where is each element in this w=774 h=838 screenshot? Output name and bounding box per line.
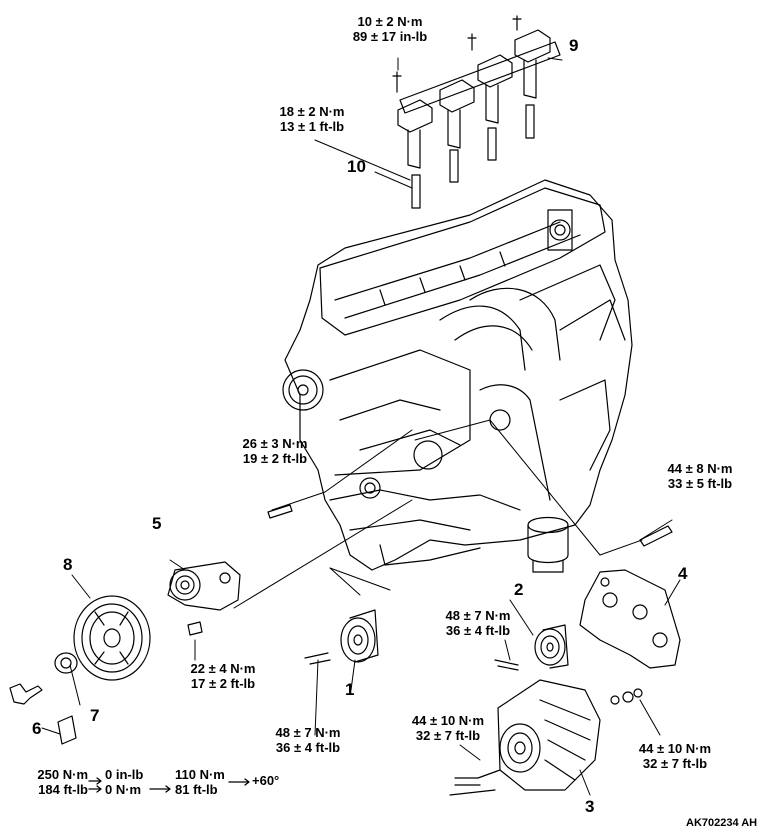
seq-step2-nm: 0 N·m [105, 782, 142, 797]
tensioner [167, 561, 241, 611]
sequence-arrow-2 [88, 785, 102, 793]
callout-1: 1 [345, 680, 355, 699]
seq-step1-nm: 250 N·m [37, 767, 88, 782]
crank-pulley [73, 595, 151, 681]
callout-6: 6 [32, 719, 42, 738]
alternator-bracket [579, 569, 681, 669]
torque-idler1-bolt: 48 ± 7 N·m 36 ± 4 ft-lb [258, 725, 358, 755]
torque-nm: 48 ± 7 N·m [445, 608, 511, 623]
torque-nm: 18 ± 2 N·m [279, 104, 345, 119]
torque-nm: 26 ± 3 N·m [242, 436, 308, 451]
crank-seq-step2: 0 in-lb 0 N·m [105, 767, 143, 797]
ignition-coils [392, 15, 561, 169]
seq-step3-nm: 110 N·m [175, 767, 225, 782]
torque-nm: 48 ± 7 N·m [275, 725, 341, 740]
callout-3: 3 [585, 797, 595, 816]
sequence-arrows [88, 777, 250, 793]
engine-block [282, 179, 633, 573]
callout-5: 5 [152, 514, 162, 533]
torque-nm: 44 ± 8 N·m [667, 461, 733, 476]
idler-pulleys [304, 609, 569, 671]
torque-nm: 22 ± 4 N·m [190, 661, 256, 676]
torque-imperial: 36 ± 4 ft-lb [275, 740, 341, 755]
torque-nm: 10 ± 2 N·m [357, 14, 423, 29]
torque-alt-nut: 44 ± 10 N·m 32 ± 7 ft-lb [620, 741, 730, 771]
torque-alt-bolt: 44 ± 10 N·m 32 ± 7 ft-lb [393, 713, 503, 743]
spark-plugs [411, 104, 535, 209]
torque-nm: 44 ± 10 N·m [638, 741, 712, 756]
torque-imperial: 17 ± 2 ft-lb [190, 676, 256, 691]
torque-idler2-bolt: 48 ± 7 N·m 36 ± 4 ft-lb [428, 608, 528, 638]
loose-bolts [187, 504, 673, 636]
torque-imperial: 33 ± 5 ft-lb [667, 476, 733, 491]
crank-seq-step1: 250 N·m 184 ft-lb [18, 767, 88, 797]
leader-lines [41, 57, 681, 796]
torque-imperial: 32 ± 7 ft-lb [415, 728, 481, 743]
callout-4: 4 [678, 564, 688, 583]
sequence-arrow-3 [149, 785, 171, 793]
torque-imperial: 32 ± 7 ft-lb [642, 756, 708, 771]
figure-code: AK702234 AH [686, 817, 758, 829]
torque-imperial: 89 ± 17 in-lb [352, 29, 428, 44]
torque-alt-bracket-bolt: 44 ± 8 N·m 33 ± 5 ft-lb [650, 461, 750, 491]
crank-seq-step4: +60° [252, 773, 280, 788]
torque-spark-plug: 18 ± 2 N·m 13 ± 1 ft-lb [262, 104, 362, 134]
seq-step1-ftlb: 184 ft-lb [38, 782, 88, 797]
torque-imperial: 13 ± 1 ft-lb [279, 119, 345, 134]
crank-bolt-washer [9, 652, 78, 745]
callout-10: 10 [347, 157, 366, 176]
torque-nm: 44 ± 10 N·m [411, 713, 485, 728]
alternator [449, 679, 643, 796]
torque-imperial: 36 ± 4 ft-lb [445, 623, 511, 638]
seq-step3-ftlb: 81 ft-lb [175, 782, 218, 797]
torque-tensioner-bolt: 22 ± 4 N·m 17 ± 2 ft-lb [173, 661, 273, 691]
callout-2: 2 [514, 580, 524, 599]
torque-imperial: 19 ± 2 ft-lb [242, 451, 308, 466]
callout-8: 8 [63, 555, 73, 574]
sequence-arrow-1 [88, 777, 102, 785]
torque-bracket-bolt: 26 ± 3 N·m 19 ± 2 ft-lb [225, 436, 325, 466]
seq-step2-inlb: 0 in-lb [105, 767, 144, 782]
sequence-arrow-4 [228, 778, 250, 786]
torque-coil-bolt: 10 ± 2 N·m 89 ± 17 in-lb [340, 14, 440, 44]
callout-9: 9 [569, 36, 579, 55]
callout-7: 7 [90, 706, 100, 725]
crank-seq-step3: 110 N·m 81 ft-lb [175, 767, 225, 797]
